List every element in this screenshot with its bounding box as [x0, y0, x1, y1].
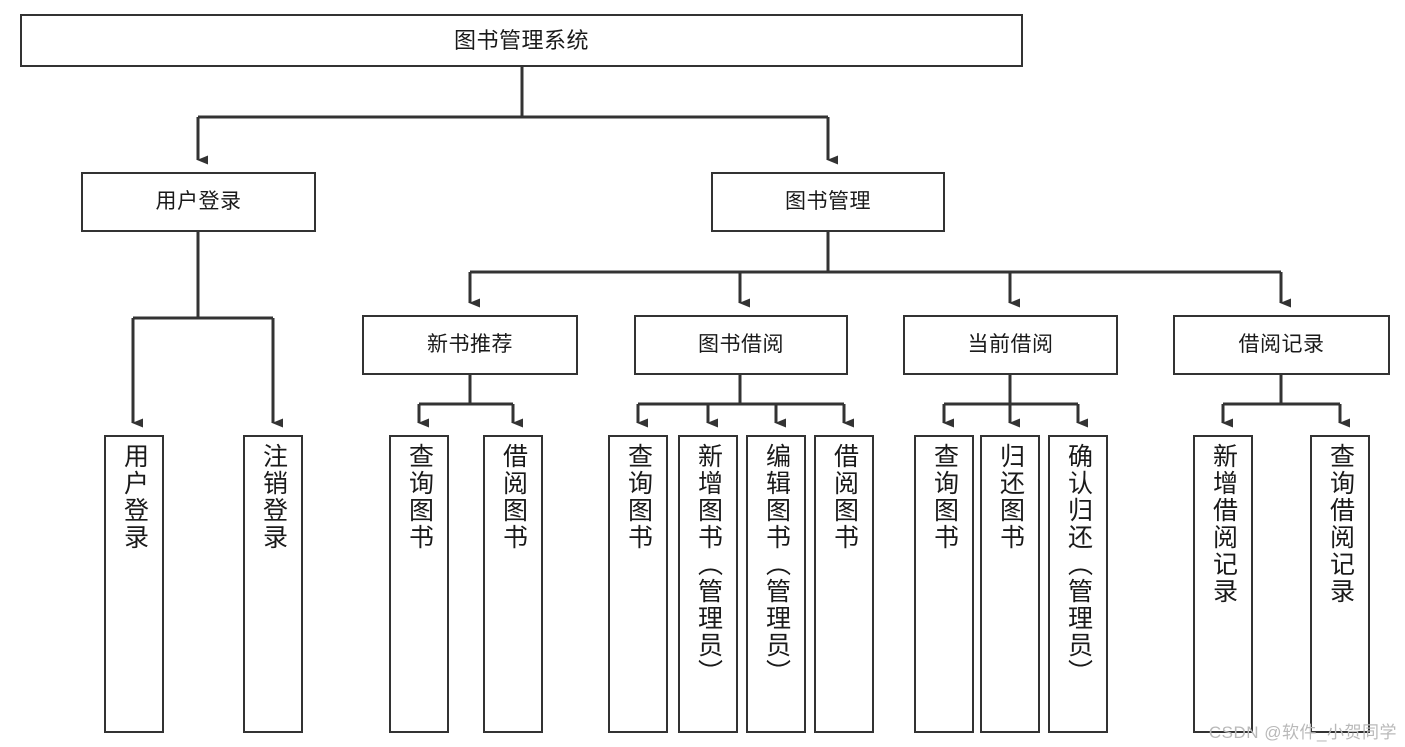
- node-borrow-record[interactable]: 借阅记录: [1173, 315, 1390, 375]
- node-leaf-add-book[interactable]: 新增图书（管理员）: [678, 435, 738, 733]
- node-leaf-logout[interactable]: 注销登录: [243, 435, 303, 733]
- node-leaf-user-login[interactable]: 用户登录: [104, 435, 164, 733]
- node-leaf-add-record-label: 新增借阅记录: [1209, 443, 1238, 605]
- node-user-login[interactable]: 用户登录: [81, 172, 316, 232]
- node-leaf-return-book[interactable]: 归还图书: [980, 435, 1040, 733]
- node-leaf-add-book-label: 新增图书（管理员）: [694, 443, 723, 686]
- node-current-borrow-label: 当前借阅: [967, 332, 1054, 356]
- node-root-label: 图书管理系统: [453, 27, 589, 53]
- node-leaf-edit-book[interactable]: 编辑图书（管理员）: [746, 435, 806, 733]
- node-borrow-record-label: 借阅记录: [1238, 332, 1325, 356]
- node-leaf-confirm-return-label: 确认归还（管理员）: [1064, 443, 1093, 686]
- node-leaf-borrow-book-1-label: 借阅图书: [499, 443, 528, 551]
- node-leaf-query-book-2-label: 查询图书: [624, 443, 653, 551]
- node-new-book-recommend[interactable]: 新书推荐: [362, 315, 578, 375]
- node-leaf-query-record[interactable]: 查询借阅记录: [1310, 435, 1370, 733]
- node-leaf-borrow-book-1[interactable]: 借阅图书: [483, 435, 543, 733]
- node-root[interactable]: 图书管理系统: [20, 14, 1023, 67]
- node-leaf-query-book-1[interactable]: 查询图书: [389, 435, 449, 733]
- node-book-borrow-label: 图书借阅: [698, 332, 784, 356]
- node-book-manage[interactable]: 图书管理: [711, 172, 945, 232]
- node-leaf-borrow-book-2-label: 借阅图书: [830, 443, 859, 551]
- node-user-login-label: 用户登录: [155, 189, 242, 213]
- node-book-borrow[interactable]: 图书借阅: [634, 315, 848, 375]
- node-leaf-logout-label: 注销登录: [259, 443, 288, 551]
- node-leaf-user-login-label: 用户登录: [120, 443, 149, 551]
- node-leaf-confirm-return[interactable]: 确认归还（管理员）: [1048, 435, 1108, 733]
- node-leaf-query-record-label: 查询借阅记录: [1326, 443, 1355, 605]
- node-new-book-recommend-label: 新书推荐: [427, 332, 513, 356]
- node-book-manage-label: 图书管理: [785, 189, 871, 213]
- node-leaf-query-book-3[interactable]: 查询图书: [914, 435, 974, 733]
- node-leaf-query-book-1-label: 查询图书: [405, 443, 434, 551]
- node-leaf-add-record[interactable]: 新增借阅记录: [1193, 435, 1253, 733]
- node-leaf-query-book-3-label: 查询图书: [930, 443, 959, 551]
- node-leaf-edit-book-label: 编辑图书（管理员）: [762, 443, 791, 686]
- node-current-borrow[interactable]: 当前借阅: [903, 315, 1118, 375]
- node-leaf-query-book-2[interactable]: 查询图书: [608, 435, 668, 733]
- node-leaf-borrow-book-2[interactable]: 借阅图书: [814, 435, 874, 733]
- node-leaf-return-book-label: 归还图书: [996, 443, 1025, 551]
